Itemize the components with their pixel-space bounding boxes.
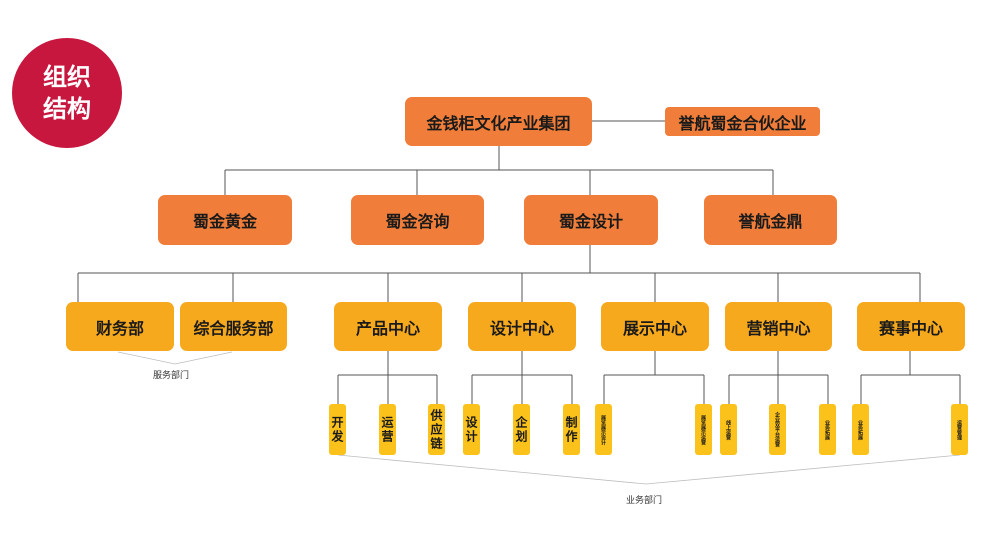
department-name: 展示中心 bbox=[622, 318, 687, 338]
team-name: 展览展示设计 bbox=[600, 414, 606, 445]
partner-name: 誉航蜀金合伙企业 bbox=[678, 113, 807, 133]
department-box: 综合服务部 bbox=[180, 302, 287, 351]
team-box: 运营 bbox=[379, 404, 396, 455]
subsidiary-name: 誉航金鼎 bbox=[738, 212, 803, 231]
org-structure-badge: 组织结构 bbox=[12, 38, 122, 148]
team-box: 设计 bbox=[463, 404, 480, 455]
department-name: 综合服务部 bbox=[193, 318, 274, 338]
department-name: 赛事中心 bbox=[878, 318, 943, 338]
team-name: 运营管理 bbox=[956, 419, 962, 440]
subsidiary-box: 誉航金鼎 bbox=[704, 195, 837, 245]
group-name: 金钱柜文化产业集团 bbox=[426, 113, 571, 133]
subsidiary-box: 蜀金咨询 bbox=[351, 195, 484, 245]
team-box: 展览展示设计 bbox=[595, 404, 612, 455]
department-name: 设计中心 bbox=[489, 318, 554, 338]
team-box: 线上运营 bbox=[720, 404, 737, 455]
team-name: 运营 bbox=[380, 415, 394, 444]
team-box: 制作 bbox=[563, 404, 580, 455]
team-name: 开发 bbox=[330, 415, 344, 444]
department-name: 财务部 bbox=[95, 318, 144, 338]
department-name: 营销中心 bbox=[746, 318, 811, 338]
team-name: 展览展示运营 bbox=[700, 414, 706, 445]
group-box: 金钱柜文化产业集团 bbox=[405, 97, 592, 146]
department-box: 营销中心 bbox=[725, 302, 832, 351]
subsidiary-name: 蜀金设计 bbox=[558, 212, 623, 231]
team-box: 业务拓展 bbox=[852, 404, 869, 455]
department-box: 展示中心 bbox=[601, 302, 709, 351]
team-name: 业务拓展 bbox=[824, 419, 830, 440]
team-name: 供应链 bbox=[429, 408, 443, 451]
service-caption: 服务部门 bbox=[153, 371, 190, 381]
team-name: 企业双平台运营 bbox=[774, 412, 780, 447]
badge-text: 组织结构 bbox=[43, 62, 91, 123]
team-name: 制作 bbox=[564, 415, 578, 444]
team-box: 运营管理 bbox=[951, 404, 968, 455]
business-caption: 业务部门 bbox=[626, 496, 663, 506]
team-name: 线上运营 bbox=[725, 419, 731, 440]
subsidiary-box: 蜀金黄金 bbox=[158, 195, 292, 245]
team-box: 供应链 bbox=[428, 404, 445, 455]
team-box: 展览展示运营 bbox=[695, 404, 712, 455]
team-box: 业务拓展 bbox=[819, 404, 836, 455]
team-name: 业务拓展 bbox=[857, 419, 863, 440]
department-box: 财务部 bbox=[66, 302, 174, 351]
department-name: 产品中心 bbox=[355, 318, 420, 338]
subsidiary-box: 蜀金设计 bbox=[524, 195, 658, 245]
department-box: 产品中心 bbox=[334, 302, 442, 351]
subsidiary-name: 蜀金咨询 bbox=[385, 212, 450, 231]
team-box: 开发 bbox=[329, 404, 346, 455]
team-name: 设计 bbox=[464, 415, 478, 444]
team-box: 企划 bbox=[513, 404, 530, 455]
subsidiary-name: 蜀金黄金 bbox=[192, 212, 257, 231]
team-name: 企划 bbox=[514, 415, 528, 444]
department-box: 赛事中心 bbox=[857, 302, 965, 351]
partner-box: 誉航蜀金合伙企业 bbox=[665, 107, 820, 136]
department-box: 设计中心 bbox=[468, 302, 576, 351]
team-box: 企业双平台运营 bbox=[769, 404, 786, 455]
